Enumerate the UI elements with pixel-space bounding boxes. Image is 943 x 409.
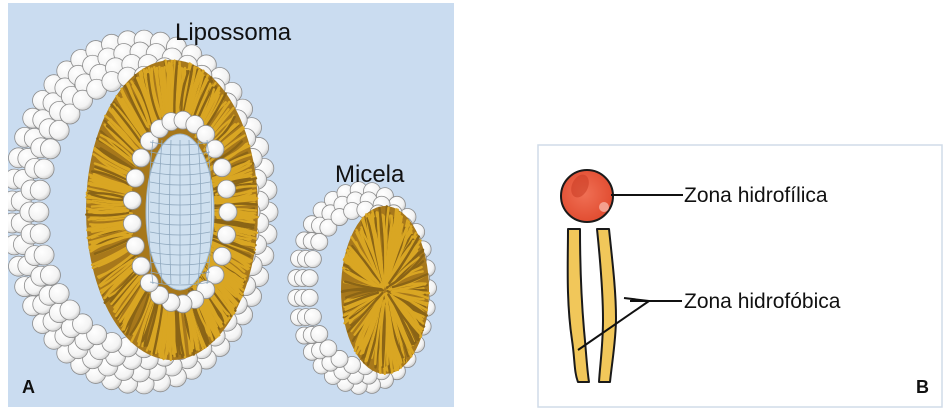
lipid-head <box>123 215 141 233</box>
liposome-diagram <box>2 30 278 394</box>
lipid-head <box>301 289 318 306</box>
lipid-head <box>311 326 328 343</box>
panel-a-letter: A <box>22 377 35 397</box>
lipid-head <box>34 159 54 179</box>
lipid-head <box>126 169 144 187</box>
lipid-head <box>40 139 60 159</box>
lipid-head <box>213 247 231 265</box>
lipid-head <box>49 284 69 304</box>
lipid-tail <box>93 211 128 212</box>
lipid-head <box>217 226 235 244</box>
lipid-head <box>30 180 50 200</box>
lipid-head <box>219 203 237 221</box>
micelle-label: Micela <box>335 161 405 188</box>
head-highlight <box>599 202 609 212</box>
lipid-head <box>34 245 54 265</box>
lipid-head <box>320 340 337 357</box>
lipid-head <box>304 251 321 268</box>
lipid-head <box>213 159 231 177</box>
lipid-head <box>40 265 60 285</box>
lipid-head <box>126 237 144 255</box>
panel-b: Zona hidrofílica Zona hidrofóbica B <box>538 145 942 407</box>
hydrophobic-zone-label: Zona hidrofóbica <box>684 290 841 313</box>
hydrophilic-zone-label: Zona hidrofílica <box>684 184 828 207</box>
liposome-label: Lipossoma <box>175 19 292 46</box>
lipid-head <box>132 149 150 167</box>
panel-a: Lipossoma Micela A <box>2 3 454 407</box>
lipid-head <box>29 202 49 222</box>
liposome-aqueous-core <box>146 134 214 290</box>
lipid-head <box>301 270 318 287</box>
lipid-head <box>217 180 235 198</box>
panel-b-letter: B <box>916 377 929 397</box>
lipid-head <box>30 224 50 244</box>
lipid-head <box>123 191 141 209</box>
lipid-head <box>132 257 150 275</box>
micelle-tail-core <box>341 206 429 374</box>
lipid-head <box>304 308 321 325</box>
lipid-head <box>311 233 328 250</box>
